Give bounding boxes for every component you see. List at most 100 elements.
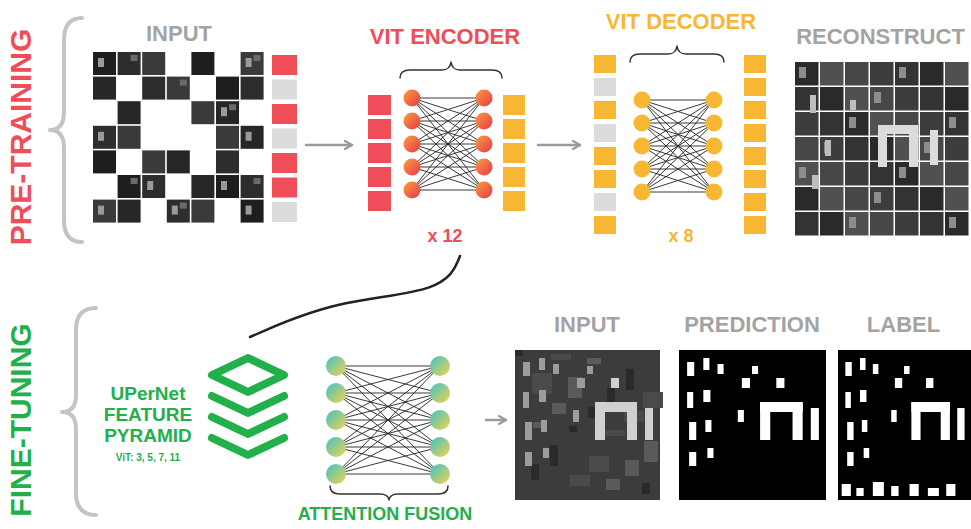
reconstructed-patch xyxy=(795,112,819,136)
network-link xyxy=(336,447,440,474)
building-pixel xyxy=(776,378,784,388)
repeat-count: x 8 xyxy=(586,227,776,247)
building-pixel xyxy=(246,206,252,215)
encoder-neuron xyxy=(404,113,421,130)
fusion-neuron xyxy=(326,410,346,430)
network-link xyxy=(336,366,440,393)
building-pixel xyxy=(539,358,545,370)
encoded-token xyxy=(503,143,525,163)
building-pixel xyxy=(254,55,261,61)
reconstructed-patch xyxy=(845,112,869,136)
image-patch xyxy=(241,77,264,100)
network-link xyxy=(336,420,440,474)
building-pixel xyxy=(705,420,711,432)
building-pixel xyxy=(573,410,579,422)
encoder-neuron xyxy=(404,90,421,107)
decoder-output-token xyxy=(744,55,766,73)
image-title: PREDICTION xyxy=(674,313,830,337)
network-link xyxy=(642,123,714,192)
network-link xyxy=(336,393,440,474)
image-patch xyxy=(118,175,141,198)
network-link xyxy=(412,98,484,190)
network-link xyxy=(336,366,440,420)
building-pixel xyxy=(924,142,931,153)
network-link xyxy=(642,169,714,192)
terrain-pixel xyxy=(644,441,658,462)
image-patch xyxy=(93,200,116,223)
network-link xyxy=(642,100,714,146)
terrain-pixel xyxy=(570,475,590,486)
reconstructed-patch xyxy=(820,162,844,186)
reconstructed-patch xyxy=(820,62,844,86)
network-link xyxy=(412,121,484,190)
network-link xyxy=(412,98,484,144)
aerial-image xyxy=(515,350,660,500)
vit-encoder: VIT ENCODERx 12 xyxy=(358,20,532,252)
network-link xyxy=(412,190,484,191)
network-link xyxy=(412,167,484,190)
terrain-pixel xyxy=(569,426,577,432)
building-pixel xyxy=(909,125,918,167)
terrain-pixel xyxy=(643,392,663,408)
reconstructed-patch xyxy=(845,62,869,86)
encoded-token xyxy=(503,191,525,211)
encoder-neuron xyxy=(404,136,421,153)
building-pixel xyxy=(847,422,853,440)
network-link xyxy=(412,98,484,121)
network-link xyxy=(642,100,714,101)
reconstructed-patch xyxy=(945,187,969,211)
reconstructed-patch xyxy=(945,112,969,136)
image-patch xyxy=(241,175,264,198)
decoder-neuron xyxy=(634,184,651,201)
building-pixel xyxy=(949,117,956,128)
decoder-input-token xyxy=(594,101,616,119)
building-pixel xyxy=(849,117,856,128)
image-patch xyxy=(93,126,116,149)
reconstructed-patch xyxy=(920,187,944,211)
fusion-neuron xyxy=(430,437,450,457)
building-pixel xyxy=(180,203,187,209)
decoder-output-token xyxy=(744,147,766,165)
building-pixel xyxy=(874,92,881,103)
visible-token xyxy=(368,143,391,163)
image-title: INPUT xyxy=(90,22,268,46)
encoded-token xyxy=(503,95,525,115)
fusion-neuron xyxy=(430,410,450,430)
decoder-input-token xyxy=(594,216,616,234)
finetune-input-image: INPUT xyxy=(512,308,662,502)
building-pixel xyxy=(847,452,853,466)
building-pixel xyxy=(878,125,887,167)
network-link xyxy=(412,167,484,190)
decoder-output-token xyxy=(744,124,766,142)
reconstructed-patch xyxy=(945,162,969,186)
flow-arrow xyxy=(306,144,352,147)
building-pixel xyxy=(172,206,178,215)
image-title: LABEL xyxy=(836,313,971,337)
decoder-input-token xyxy=(594,78,616,96)
terrain-pixel xyxy=(531,464,539,480)
visible-token xyxy=(368,119,391,139)
reconstructed-patch xyxy=(870,62,894,86)
building-pixel xyxy=(541,420,547,432)
reconstructed-patch xyxy=(920,162,944,186)
building-pixel xyxy=(523,362,530,376)
image-patch xyxy=(241,200,264,223)
network-link xyxy=(336,393,440,474)
network-link xyxy=(642,100,714,192)
building-pixel xyxy=(180,80,187,86)
reconstructed-patch xyxy=(870,87,894,111)
image-patch xyxy=(93,52,116,75)
image-patch xyxy=(216,150,239,173)
reconstructed-patch xyxy=(895,212,919,236)
building-pixel xyxy=(539,390,546,402)
building-pixel xyxy=(543,448,549,458)
fusion-neuron xyxy=(326,356,346,376)
reconstructed-patch xyxy=(845,162,869,186)
network-link xyxy=(336,447,440,474)
feature-link xyxy=(250,256,460,337)
reconstructed-patch xyxy=(795,62,819,86)
reconstructed-patch xyxy=(895,87,919,111)
reconstructed-patch xyxy=(795,137,819,161)
decoder-output-token xyxy=(744,101,766,119)
